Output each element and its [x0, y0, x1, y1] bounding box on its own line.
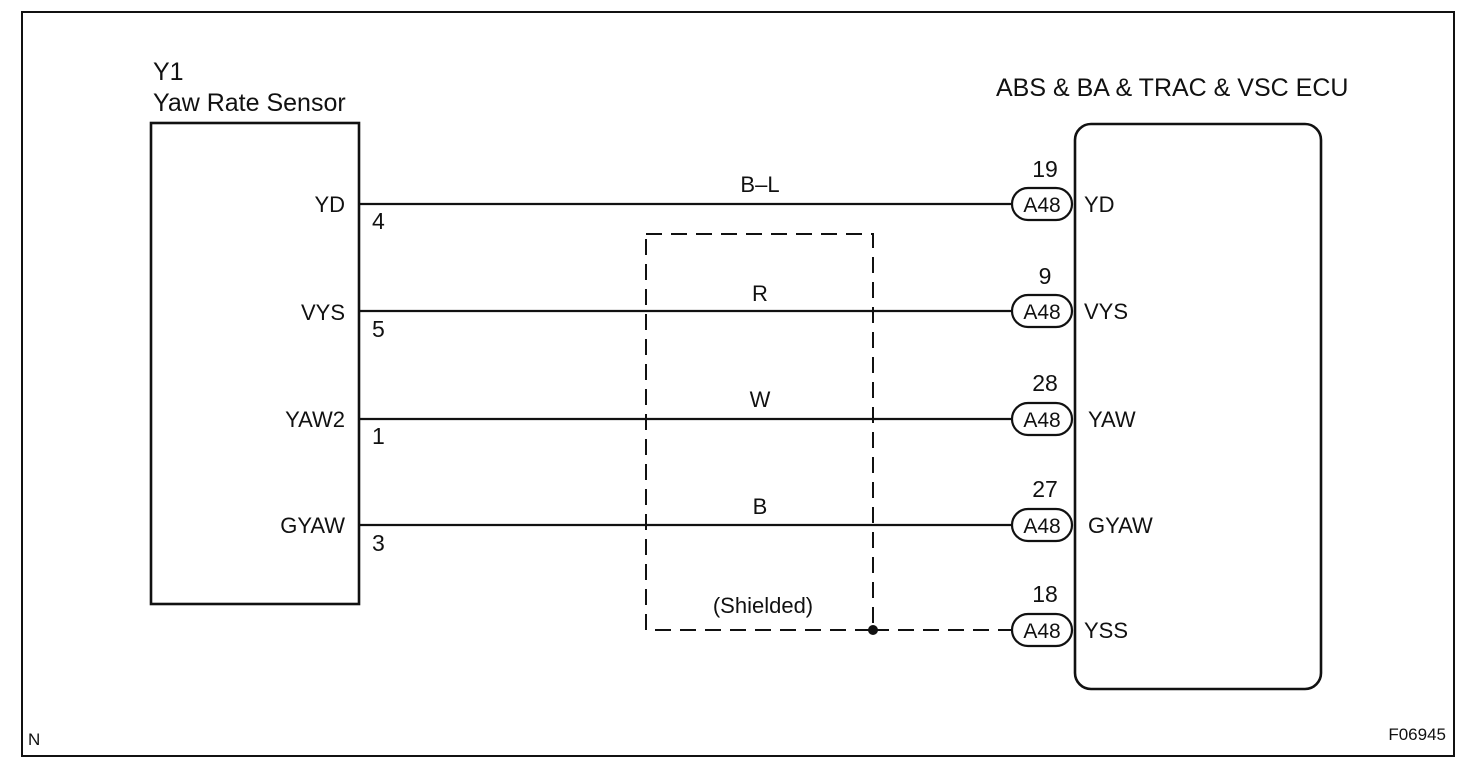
- ecu-signal-yd: YD: [1084, 192, 1115, 217]
- ecu-signal-gyaw: GYAW: [1088, 513, 1153, 538]
- ecu-box: [1073, 122, 1323, 691]
- sensor-pin-yd: 4: [372, 208, 385, 234]
- ecu-connector-yd: [1010, 186, 1074, 222]
- ecu-connector-label-yd: A48: [1023, 194, 1060, 217]
- shield-outline: [645, 233, 874, 631]
- corner-mark-left: N: [28, 730, 40, 749]
- sensor-pin-vys: 5: [372, 316, 385, 342]
- ecu-pin-yaw: 28: [1032, 370, 1058, 396]
- ecu-connector-label-vys: A48: [1023, 301, 1060, 324]
- ecu-pin-vys: 9: [1039, 263, 1052, 289]
- shield-label: (Shielded): [713, 593, 813, 618]
- wire-color-yd: B–L: [740, 172, 779, 197]
- wire-color-vys: R: [752, 281, 768, 306]
- sensor-signal-yd: YD: [314, 192, 345, 217]
- sensor-pin-yaw2: 1: [372, 423, 385, 449]
- wire-color-yaw: W: [750, 387, 771, 412]
- ecu-pin-gyaw: 27: [1032, 476, 1058, 502]
- ecu-connector-label-gyaw: A48: [1023, 515, 1060, 538]
- ecu-signal-vys: VYS: [1084, 299, 1128, 324]
- ecu-connector-gyaw: [1010, 507, 1074, 543]
- corner-mark-right: F06945: [1388, 725, 1446, 744]
- ecu-connector-vys: [1010, 293, 1074, 329]
- ecu-connector-label-yaw: A48: [1023, 409, 1060, 432]
- ecu-connector-yss: [1010, 612, 1074, 648]
- sensor-signal-yaw2: YAW2: [285, 407, 345, 432]
- ecu-pin-yd: 19: [1032, 156, 1058, 182]
- ecu-pin-yss: 18: [1032, 581, 1058, 607]
- sensor-id: Y1: [153, 58, 184, 86]
- ecu-connector-yaw: [1010, 401, 1074, 437]
- sensor-signal-vys: VYS: [301, 300, 345, 325]
- sensor-name: Yaw Rate Sensor: [153, 89, 346, 117]
- sensor-pin-gyaw: 3: [372, 530, 385, 556]
- diagram-frame: [21, 11, 1455, 757]
- sensor-signal-gyaw: GYAW: [280, 513, 345, 538]
- sensor-box: [149, 121, 361, 606]
- ecu-connector-label-yss: A48: [1023, 620, 1060, 643]
- ecu-name: ABS & BA & TRAC & VSC ECU: [996, 74, 1348, 102]
- ecu-signal-yss: YSS: [1084, 618, 1128, 643]
- ecu-signal-yaw: YAW: [1088, 407, 1136, 432]
- shield-junction: [868, 625, 878, 635]
- wire-color-gyaw: B: [753, 494, 768, 519]
